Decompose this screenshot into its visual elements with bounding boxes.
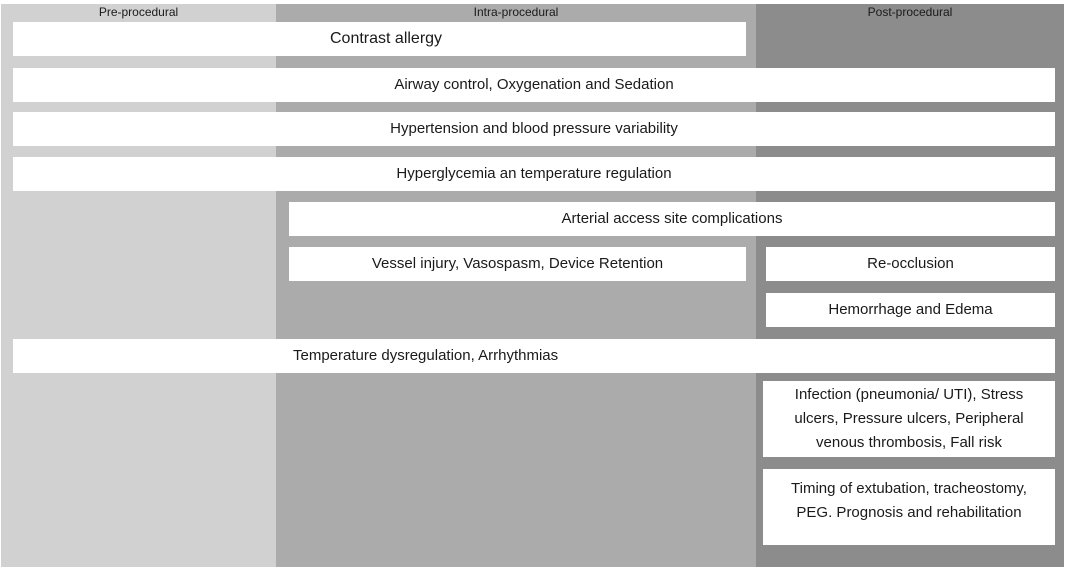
reocclusion-box: Re-occlusion [766, 247, 1055, 281]
contrast-allergy-label: Contrast allergy [330, 30, 443, 47]
intra-procedural-header: Intra-procedural [473, 5, 559, 19]
vessel-injury-box: Vessel injury, Vasospasm, Device Retenti… [289, 247, 746, 281]
extubation-box: Timing of extubation, tracheostomy, PEG.… [763, 469, 1055, 545]
temperature-box: Temperature dysregulation, Arrhythmias [13, 339, 1055, 373]
airway-label: Airway control, Oxygenation and Sedation [394, 76, 674, 93]
hyperglycemia-box: Hyperglycemia an temperature regulation [13, 157, 1055, 191]
hemorrhage-label: Hemorrhage and Edema [828, 301, 993, 318]
contrast-allergy-box: Contrast allergy [13, 22, 746, 56]
infection-box: Infection (pneumonia/ UTI), Stress ulcer… [763, 381, 1055, 457]
arterial-access-box: Arterial access site complications [289, 202, 1055, 236]
arterial-access-label: Arterial access site complications [561, 210, 783, 227]
hemorrhage-box: Hemorrhage and Edema [766, 293, 1055, 327]
post-procedural-header: Post-procedural [867, 5, 953, 19]
hyperglycemia-label: Hyperglycemia an temperature regulation [396, 165, 672, 182]
airway-box: Airway control, Oxygenation and Sedation [13, 68, 1055, 102]
vessel-injury-label: Vessel injury, Vasospasm, Device Retenti… [371, 255, 664, 272]
temperature-label: Temperature dysregulation, Arrhythmias [293, 347, 559, 364]
hypertension-box: Hypertension and blood pressure variabil… [13, 112, 1055, 146]
extubation-label: Timing of extubation, tracheostomy, PEG.… [791, 480, 1027, 521]
hypertension-label: Hypertension and blood pressure variabil… [390, 120, 678, 137]
pre-procedural-header: Pre-procedural [98, 5, 179, 19]
reocclusion-label: Re-occlusion [867, 255, 954, 272]
infection-label: Infection (pneumonia/ UTI), Stress ulcer… [794, 386, 1024, 451]
